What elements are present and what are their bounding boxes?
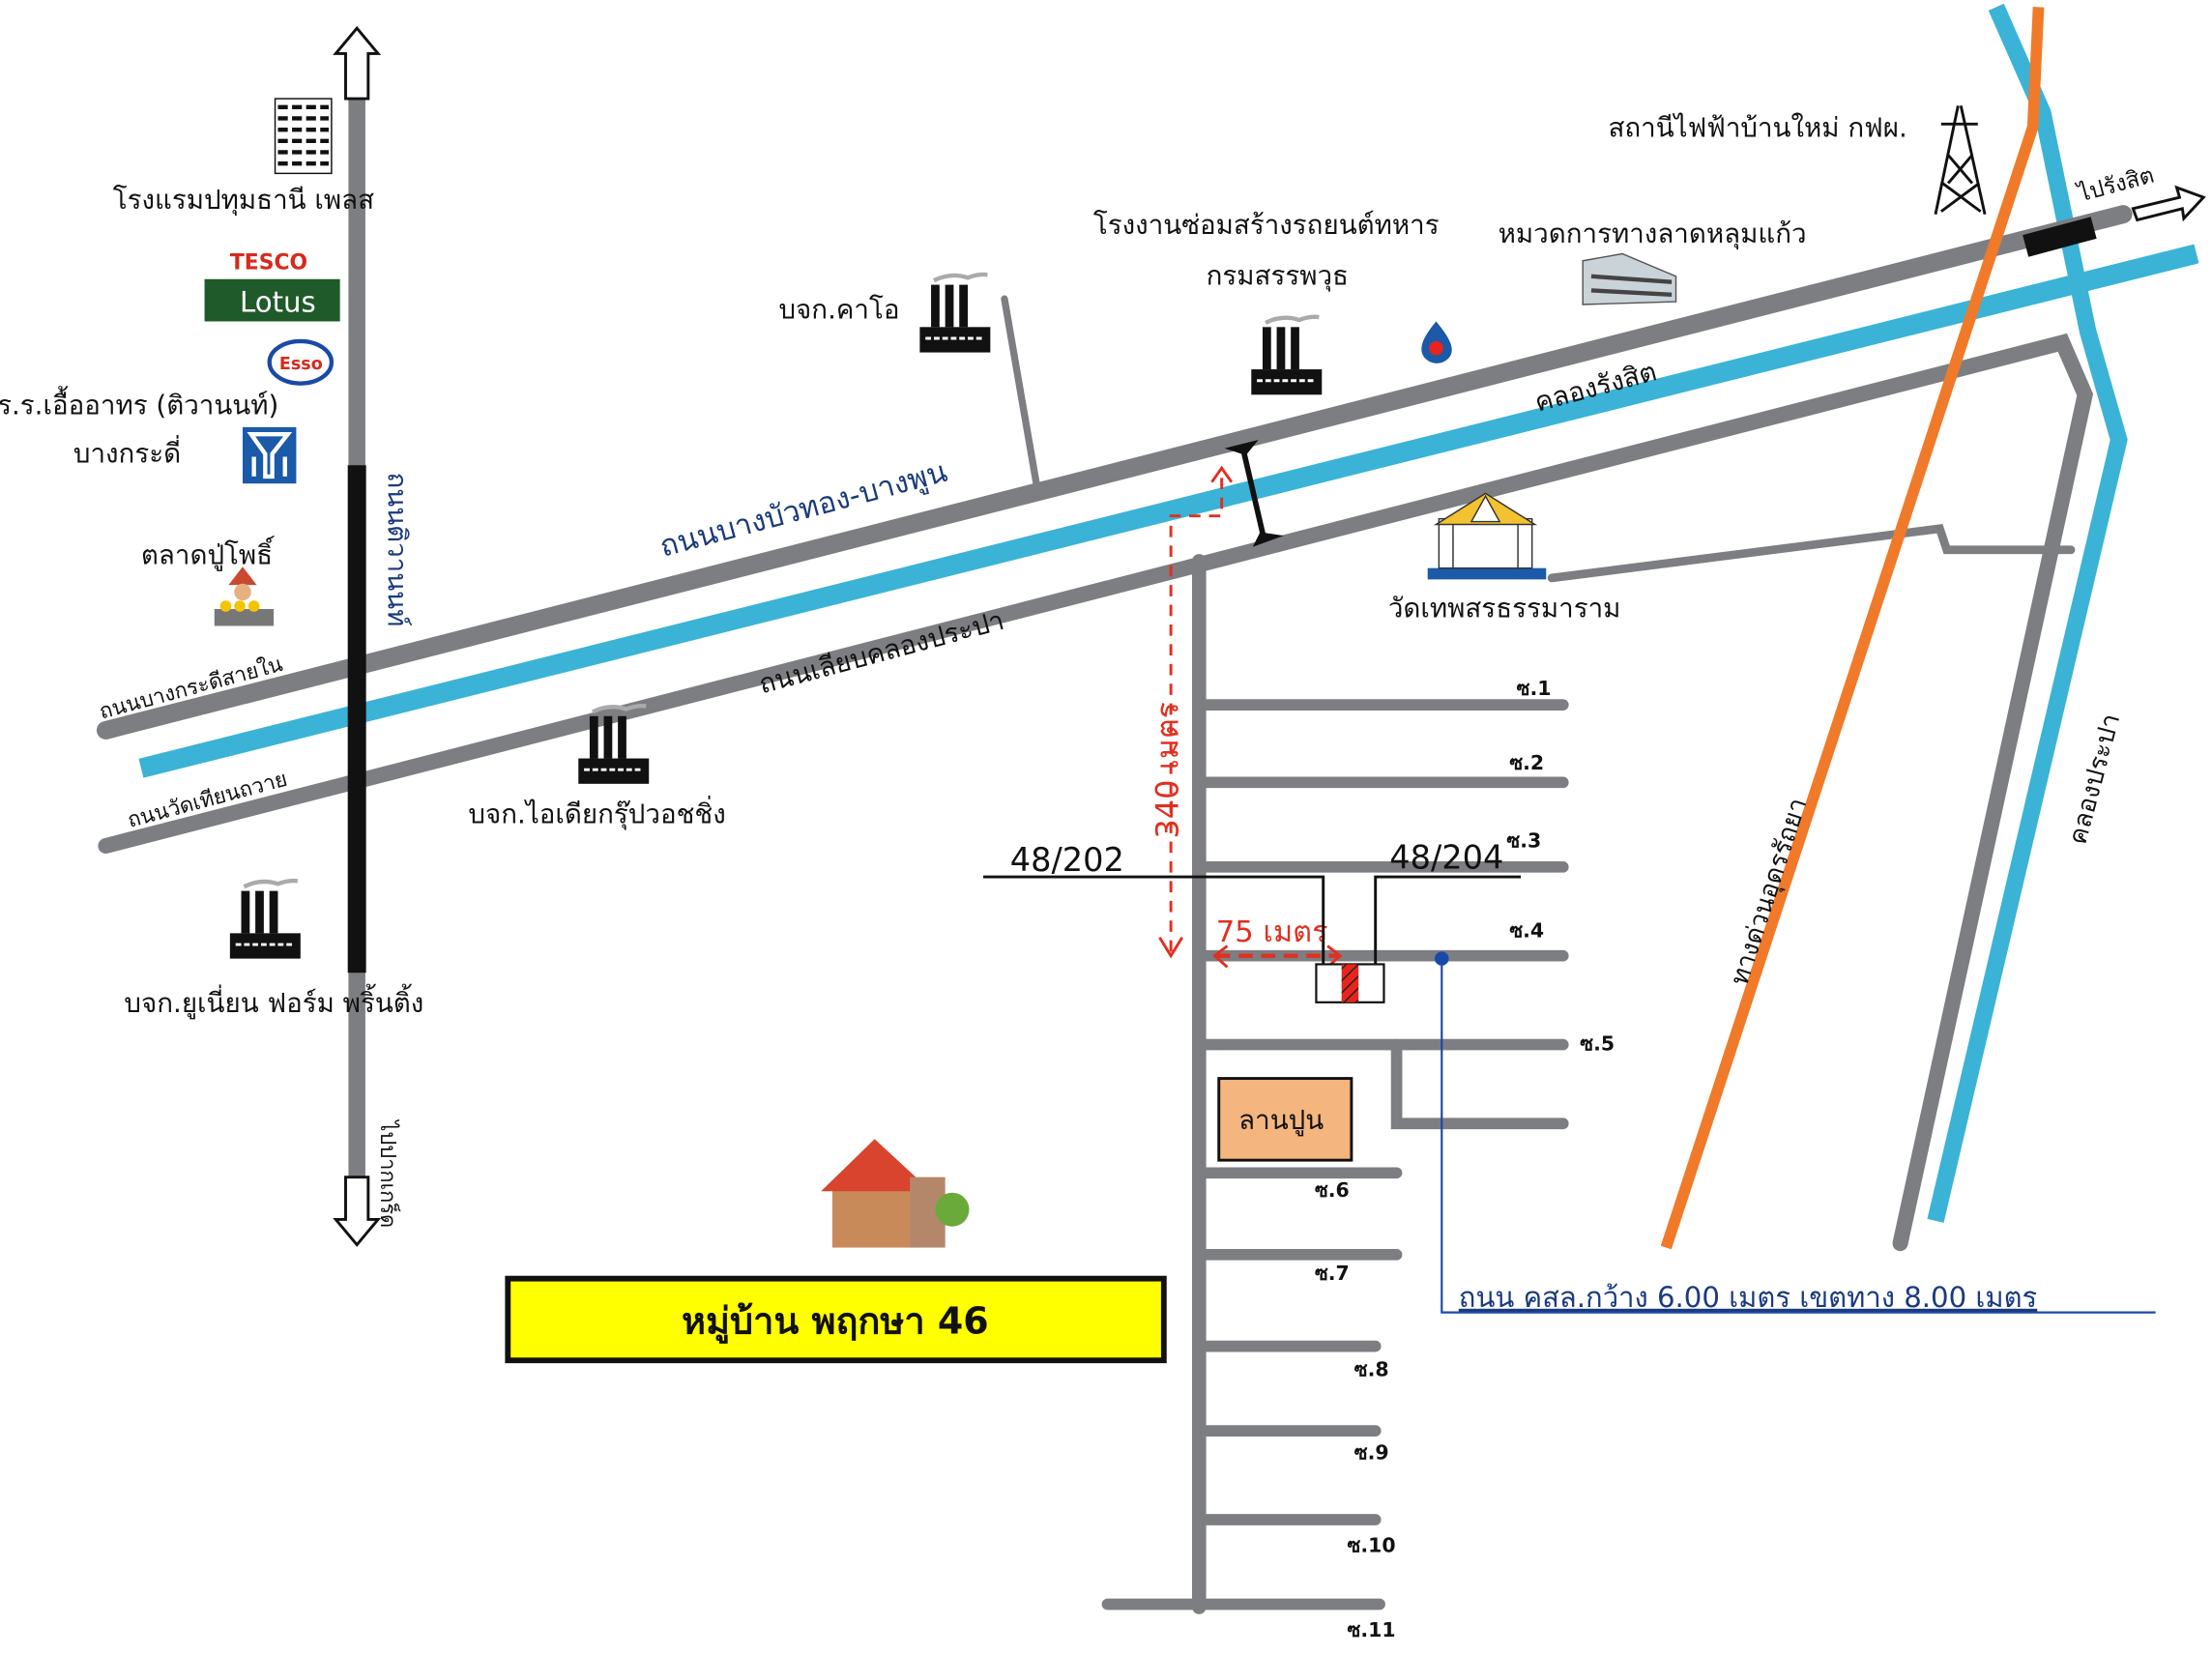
road-spec-callout: ถนน คสล.กว้าง 6.00 เมตร เขตทาง 8.00 เมตร (1434, 951, 2156, 1314)
school-label: ร.ร.เอื้ออาทร (ติวานนท์) (0, 387, 278, 421)
factory-icon (230, 881, 301, 959)
army-factory-label-2: กรมสรรพวุธ (1207, 260, 1349, 293)
village-title-box (505, 1275, 1167, 1364)
direction-label-pakkret: ไปปากเกร็ด (375, 1118, 402, 1228)
soi-label: ซ.4 (1509, 919, 1544, 943)
temple-icon (1427, 492, 1547, 580)
power-tower-icon (1934, 105, 1987, 215)
highway-unit-label: หมวดการทางลาดหลุมแก้ว (1499, 218, 1807, 250)
plot-markers: 48/202 48/204 (983, 838, 1521, 1003)
dimension-75m: 75 เมตร (1212, 915, 1343, 969)
soi-label: ซ.7 (1315, 1262, 1350, 1285)
soi-roads (1101, 699, 1569, 1611)
bridge-icon (1224, 439, 1284, 547)
direction-label-rangsit: ไปรังสิต (2074, 161, 2157, 208)
svg-text:75 เมตร: 75 เมตร (1216, 915, 1328, 949)
dimension-340m: 340 เมตร (1149, 465, 1234, 959)
soi-label: ซ.8 (1354, 1357, 1389, 1380)
army-factory-label: โรงงานซ่อมสร้างรถยนต์ทหาร (1093, 209, 1440, 241)
soi-label: ซ.1 (1517, 677, 1552, 700)
tesco-logo: TESCO (230, 251, 307, 276)
road-temple (1547, 524, 2076, 583)
road-label-tiwanon: ถนนติวานนท์ (381, 473, 413, 627)
union-label: บจก.ยูเนี่ยน ฟอร์ม พริ้นติ้ง (124, 984, 423, 1020)
svg-text:340 เมตร: 340 เมตร (1149, 702, 1185, 839)
soi-labels: ซ.1 ซ.2 ซ.3 ซ.4 ซ.5 ซ.6 ซ.7 ซ.8 ซ.9 ซ.10… (1315, 677, 1615, 1641)
canal-label-prapa: คลองประปา (2063, 711, 2126, 848)
plot-label-right: 48/204 (1389, 838, 1503, 876)
soi-label: ซ.2 (1509, 751, 1544, 774)
plot-label-left: 48/202 (1010, 841, 1124, 879)
power-station-label: สถานีไฟฟ้าบ้านใหม่ กฟผ. (1608, 111, 1906, 143)
house-icon (821, 1139, 970, 1248)
kao-label: บจก.คาโอ (778, 294, 899, 326)
cement-yard-label: ลานปูน (1238, 1104, 1324, 1137)
village-title: หมู่บ้าน พฤกษา 46 (682, 1300, 989, 1345)
expressway-label: ทางด่วนอุดรรัถยา (1726, 795, 1814, 989)
office-building-icon (1582, 252, 1677, 305)
expressway-line (1660, 7, 2045, 1250)
factory-icon (919, 275, 990, 353)
road-label-prapa-side: ถนนเลียบคลองประปา (755, 604, 1007, 700)
esso-logo-text: Esso (279, 355, 323, 374)
soi-label: ซ.9 (1354, 1440, 1389, 1464)
target-plot (1341, 964, 1359, 1002)
arrow-south-icon (333, 1176, 382, 1247)
lotus-logo-text: Lotus (240, 285, 316, 318)
market-label: ตลาดปู่โพธิ์ (141, 535, 276, 571)
soi-label: ซ.3 (1506, 828, 1541, 852)
canal-prapa (1927, 3, 2128, 1223)
cement-yard (1217, 1077, 1353, 1162)
hotel-label: โรงแรมปทุมธานี เพลส (113, 184, 374, 217)
canal-rangsit (138, 244, 2199, 778)
hotel-icon (274, 98, 333, 175)
road-khlong-prapa-side (98, 333, 2094, 1252)
factory-icon (1251, 317, 1322, 395)
ptt-gas-icon-dot (1429, 340, 1443, 356)
soi-label: ซ.11 (1348, 1618, 1396, 1641)
market-vendor-icon (214, 566, 275, 626)
road-kao (1001, 295, 1041, 490)
road-bangbuathong-bangphun (96, 205, 2133, 740)
soi-label: ซ.6 (1315, 1178, 1350, 1202)
arrow-north-icon (333, 25, 382, 101)
school-icon (242, 426, 297, 484)
bridge-icon (2023, 217, 2097, 257)
soi-label: ซ.5 (1580, 1031, 1615, 1055)
idea-label: บจก.ไอเดียกรุ๊ปวอชชิ่ง (468, 796, 725, 831)
lotus-logo (204, 278, 340, 322)
arrow-east-icon (2131, 185, 2206, 222)
svg-text:ถนน คสล.กว้าง 6.00 เมตร เขตทาง: ถนน คสล.กว้าง 6.00 เมตร เขตทาง 8.00 เมตร (1459, 1281, 2037, 1314)
soi-label: ซ.10 (1348, 1534, 1396, 1557)
temple-label: วัดเทพสรธรรมาราม (1388, 593, 1621, 624)
school-area-label: บางกระดี่ (73, 434, 181, 469)
esso-logo (267, 338, 335, 386)
